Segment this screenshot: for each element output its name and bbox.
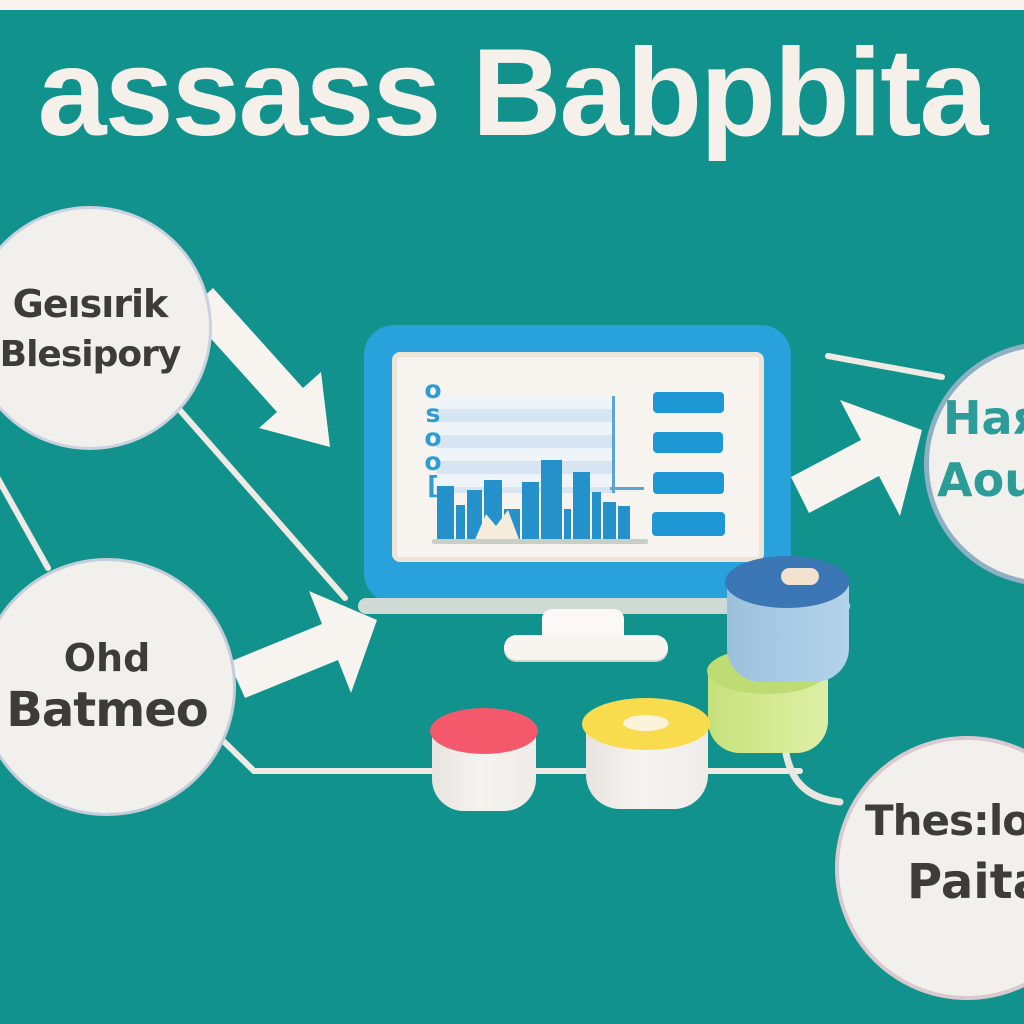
chart-bar [573,472,590,542]
chart-bar [592,492,601,542]
red-database-top [430,708,538,754]
node-top-left-label-2: Blesipory [0,333,181,375]
menu-bar-item [652,512,725,536]
node-bottom-left-label-2: Batmeo [6,682,208,738]
top-border-strip [0,0,1024,10]
menu-bar-item [653,472,724,494]
menu-bar-item [653,392,724,413]
chart-bar [437,486,454,542]
chart-bar [522,482,539,542]
arrow-topleft-to-monitor [187,288,330,447]
monitor-stand-base [504,635,668,660]
axis-glyph: o [424,423,442,452]
chart-bar [618,506,630,542]
chart-axis-corner [610,487,644,490]
line-monitor-to-topright [825,353,945,380]
menu-bar-item [653,432,723,453]
chart-bar [564,509,571,542]
page-title: assass Babpbita [37,24,989,162]
node-top-left-label-1: Geısırik [12,281,169,326]
blue-database-icon [725,556,851,684]
chart-bar [456,505,465,542]
chart-bar [603,502,616,542]
node-top-right-label-2: Aou [937,453,1024,507]
line-topleft-to-monitor [175,405,348,601]
axis-glyph: [ [427,471,439,500]
yellow-database-hole [623,715,669,731]
chart-bars-svg [437,460,630,542]
blue-database-slot [781,568,819,585]
node-bottom-left-label-1: Ohd [63,636,151,680]
arrow-bottomleft-to-monitor [229,591,377,698]
node-top-left: Geısırik Blesipory [0,206,212,450]
node-bottom-right-label-1: Thes:loc [865,796,1024,845]
chart-baseline [432,539,648,544]
arrow-monitor-to-topright [791,400,922,516]
cable-green-db-to-bottomright [781,744,844,806]
chart-highlight-shape [474,510,520,542]
axis-glyph: s [425,399,441,428]
chart-bar [541,460,562,542]
node-bottom-left: Ohd Batmeo [0,558,236,816]
node-top-right-label-1: Haя [943,391,1024,445]
axis-glyph: o [424,447,442,476]
node-bottom-right-label-2: Paita [907,854,1024,910]
yellow-database-icon [582,698,712,810]
red-database-icon [430,708,540,812]
line-left-circles [0,476,51,571]
axis-glyph: o [424,375,442,404]
chart-bar [467,490,482,542]
